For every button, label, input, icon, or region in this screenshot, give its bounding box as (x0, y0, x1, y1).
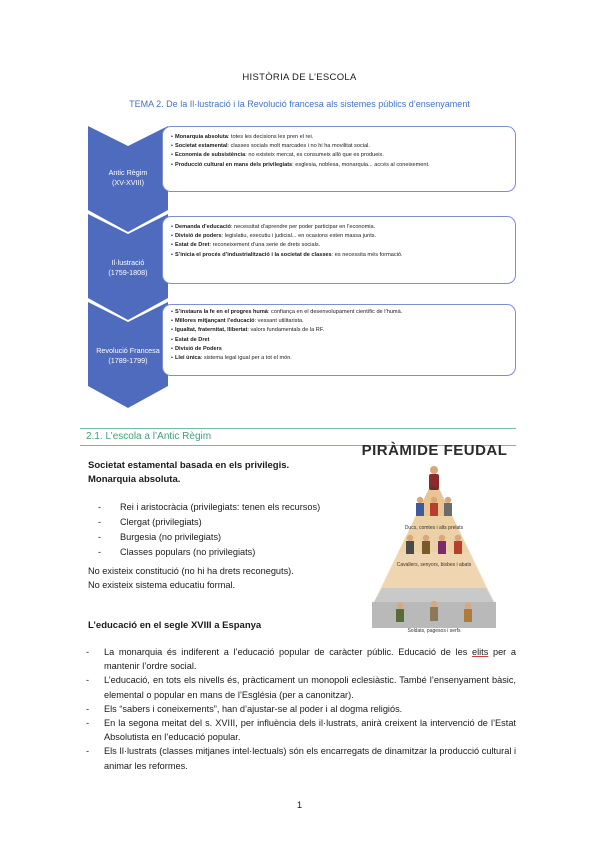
timeline-period: (1759-1808) (108, 268, 148, 277)
timeline-item: S’inicia el procés d’industrialització i… (171, 251, 507, 260)
subheading: L’educació en el segle XVIII a Espanya (88, 620, 262, 631)
list-item: Els “sabers i coneixements”, han d’ajust… (84, 702, 516, 716)
timeline-item: S’instaura la fe en el progres humà: con… (171, 308, 507, 317)
timeline-item: Millores mitjançant l’educació: vessant … (171, 317, 507, 326)
document-subtitle: TEMA 2. De la Il·lustració i la Revoluci… (129, 99, 470, 109)
intro-line: Societat estamental basada en els privil… (88, 460, 290, 471)
timeline-chevron-antic-regim: Antic Règim (XV-XVIII) (88, 126, 168, 234)
social-classes-list: -Rei i aristocràcia (privilegiats: tenen… (98, 500, 320, 560)
timeline-item: Estat de Dret: reconeixement d’una serie… (171, 241, 507, 250)
timeline-item: Igualtat, fraternitat, llibertat: valors… (171, 326, 507, 335)
timeline-item: Monarquia absoluta: totes les decisions … (171, 133, 507, 142)
list-item: Els Il·lustrats (classes mitjanes intel·… (84, 744, 516, 772)
list-item: En la segona meitat del s. XVIII, per in… (84, 716, 516, 744)
list-item: -Classes populars (no privilegiats) (98, 547, 256, 557)
education-points-list: La monarquia és indiferent a l’educació … (84, 645, 516, 773)
king-figure (429, 466, 439, 490)
pyramid-level-label: Ducs, comtes i alts prelats (405, 525, 464, 531)
section-heading: 2.1. L’escola a l’Antic Règim (80, 428, 516, 446)
timeline-item: Societat estamental: classes socials mol… (171, 142, 507, 151)
timeline-label: Il·lustració (111, 258, 145, 267)
pyramid-illustration: Rei Ducs, comtes i alts prelats Cavaller… (372, 466, 496, 634)
pyramid-level-label: Soldats, pagesos i serfs (407, 628, 461, 634)
list-item: -Rei i aristocràcia (privilegiats: tenen… (98, 502, 321, 512)
document-title: HISTÒRIA DE L’ESCOLA (242, 72, 357, 83)
timeline-period: (1789-1799) (108, 356, 148, 365)
pyramid-level-label: Rei (430, 486, 438, 492)
pyramid-title: PIRÀMIDE FEUDAL (361, 442, 508, 459)
timeline-label: Antic Règim (108, 168, 148, 177)
timeline-item: Demanda d’educació: necessitat d’aprendr… (171, 223, 507, 232)
timeline-item: Llei única: sistema legal igual per a to… (171, 354, 507, 363)
feudal-pyramid-image: PIRÀMIDE FEUDAL Rei Ducs, comt (352, 440, 517, 640)
list-item: L’educació, en tots els nivells és, pràc… (84, 673, 516, 701)
list-item: -Burgesia (no privilegiats) (98, 532, 222, 542)
page-number: 1 (296, 800, 303, 811)
timeline-box-illustracio: Demanda d’educació: necessitat d’aprendr… (162, 216, 516, 284)
list-item: -Clergat (privilegiats) (98, 517, 202, 527)
list-item: La monarquia és indiferent a l’educació … (84, 645, 516, 673)
note-line: No existeix sistema educatiu formal. (88, 580, 236, 590)
timeline-chevron-illustracio: Il·lustració (1759-1808) (88, 214, 168, 322)
note-line: No existeix constitució (no hi ha drets … (88, 566, 294, 576)
timeline-item: Estat de Dret (171, 336, 507, 345)
timeline-box-antic-regim: Monarquia absoluta: totes les decisions … (162, 126, 516, 192)
timeline-item: Divisió de Poders (171, 345, 507, 354)
pyramid-level-label: Cavallers, senyors, bisbes i abats (397, 562, 472, 568)
timeline-item: Economia de subsistència: no existeix me… (171, 151, 507, 160)
timeline-item: Producció cultural en mans dels privileg… (171, 161, 507, 170)
timeline-chevron-revolucio-francesa: Revolució Francesa (1789-1799) (88, 302, 168, 410)
timeline-box-revolucio-francesa: S’instaura la fe en el progres humà: con… (162, 304, 516, 376)
intro-line: Monarquia absoluta. (88, 474, 181, 485)
timeline-label: Revolució Francesa (96, 346, 160, 355)
timeline-item: Divisió de poders: legislatiu, executiu … (171, 232, 507, 241)
timeline-period: (XV-XVIII) (112, 178, 144, 187)
